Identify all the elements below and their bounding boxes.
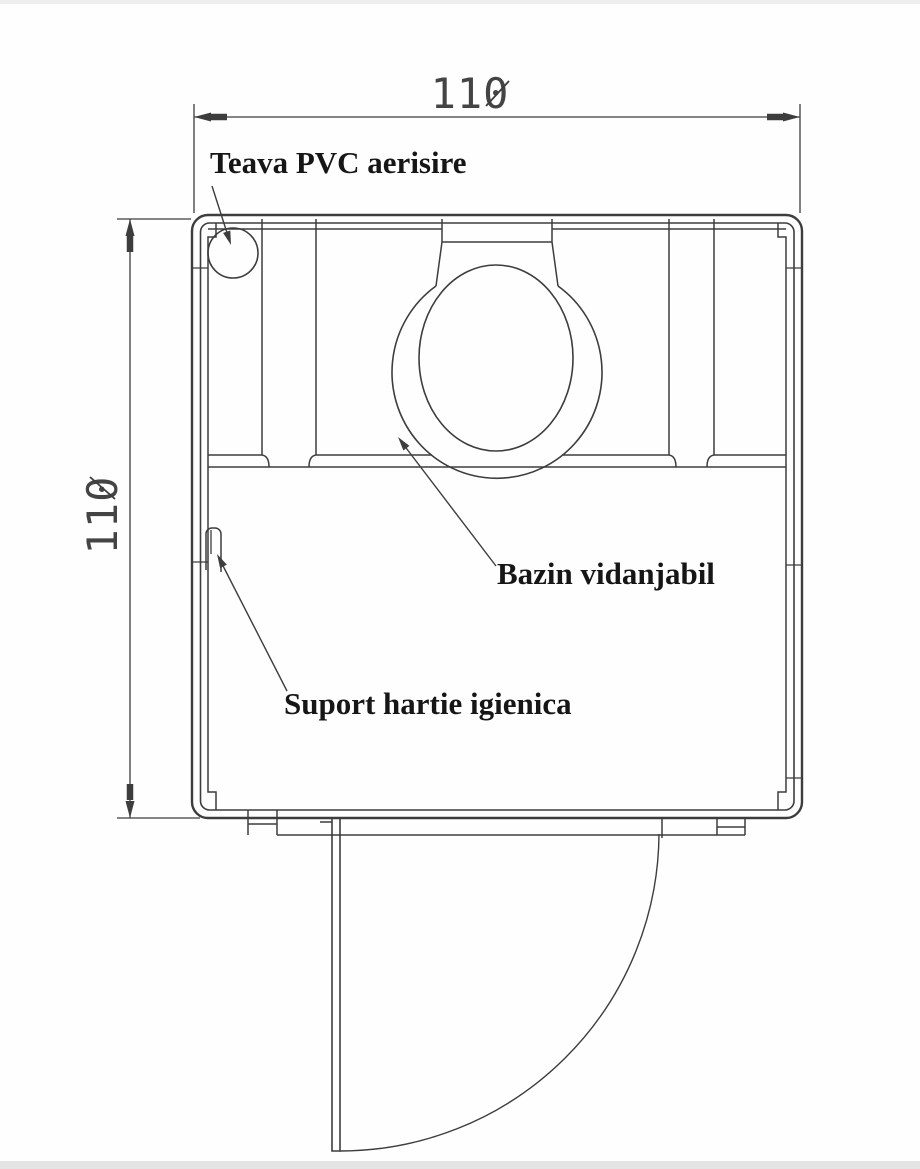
inner-wall bbox=[199, 222, 795, 811]
scan-edge-bottom bbox=[0, 1161, 920, 1169]
tank-bottom-edge bbox=[208, 454, 786, 468]
toilet-bowl-outer bbox=[391, 285, 603, 479]
cabin-walls bbox=[190, 213, 804, 820]
leader-tank bbox=[399, 439, 497, 567]
door-swing-arc bbox=[339, 833, 660, 1152]
toilet-bowl-inner bbox=[418, 264, 574, 452]
door-assembly bbox=[247, 810, 746, 1152]
vent-pipe-circle bbox=[207, 227, 259, 279]
leader-lines bbox=[211, 185, 497, 692]
sill-tab-left bbox=[247, 810, 278, 835]
door-jambs bbox=[320, 818, 663, 838]
dim-width-value: 110 bbox=[431, 69, 510, 118]
dim-arrow-up bbox=[125, 219, 135, 236]
dim-arrow-right bbox=[783, 112, 800, 122]
right-wall-panel bbox=[777, 223, 787, 810]
leader-vent bbox=[211, 185, 230, 240]
toilet-tank-unit bbox=[208, 219, 786, 479]
left-wall-panel bbox=[207, 223, 217, 810]
dimension-left-height: 110 bbox=[78, 218, 200, 819]
label-vent-pipe: Teava PVC aerisire bbox=[210, 145, 467, 180]
label-paper-holder: Suport hartie igienica bbox=[284, 686, 572, 721]
tank-center-notch bbox=[435, 219, 559, 287]
dim-width-zero-slash bbox=[485, 80, 510, 107]
door-panel bbox=[331, 818, 341, 1152]
paper-holder-bracket bbox=[205, 527, 222, 572]
dim-height-zero-slash bbox=[89, 476, 116, 500]
dim-arrow-left bbox=[194, 112, 211, 122]
outer-wall bbox=[190, 213, 804, 820]
leader-vent-arrowhead bbox=[223, 230, 231, 245]
tank-panel-lines bbox=[261, 219, 715, 455]
dim-arrow-down bbox=[125, 801, 135, 818]
sill-tab-right bbox=[716, 818, 746, 835]
dimension-top-width: 110 bbox=[193, 69, 801, 213]
leader-paper-arrowhead bbox=[217, 554, 227, 569]
wall-seams bbox=[192, 267, 802, 779]
label-drainable-tank: Bazin vidanjabil bbox=[497, 556, 715, 591]
scan-edge-top bbox=[0, 0, 920, 4]
leader-paper bbox=[218, 557, 288, 692]
leader-tank-arrowhead bbox=[398, 437, 410, 451]
